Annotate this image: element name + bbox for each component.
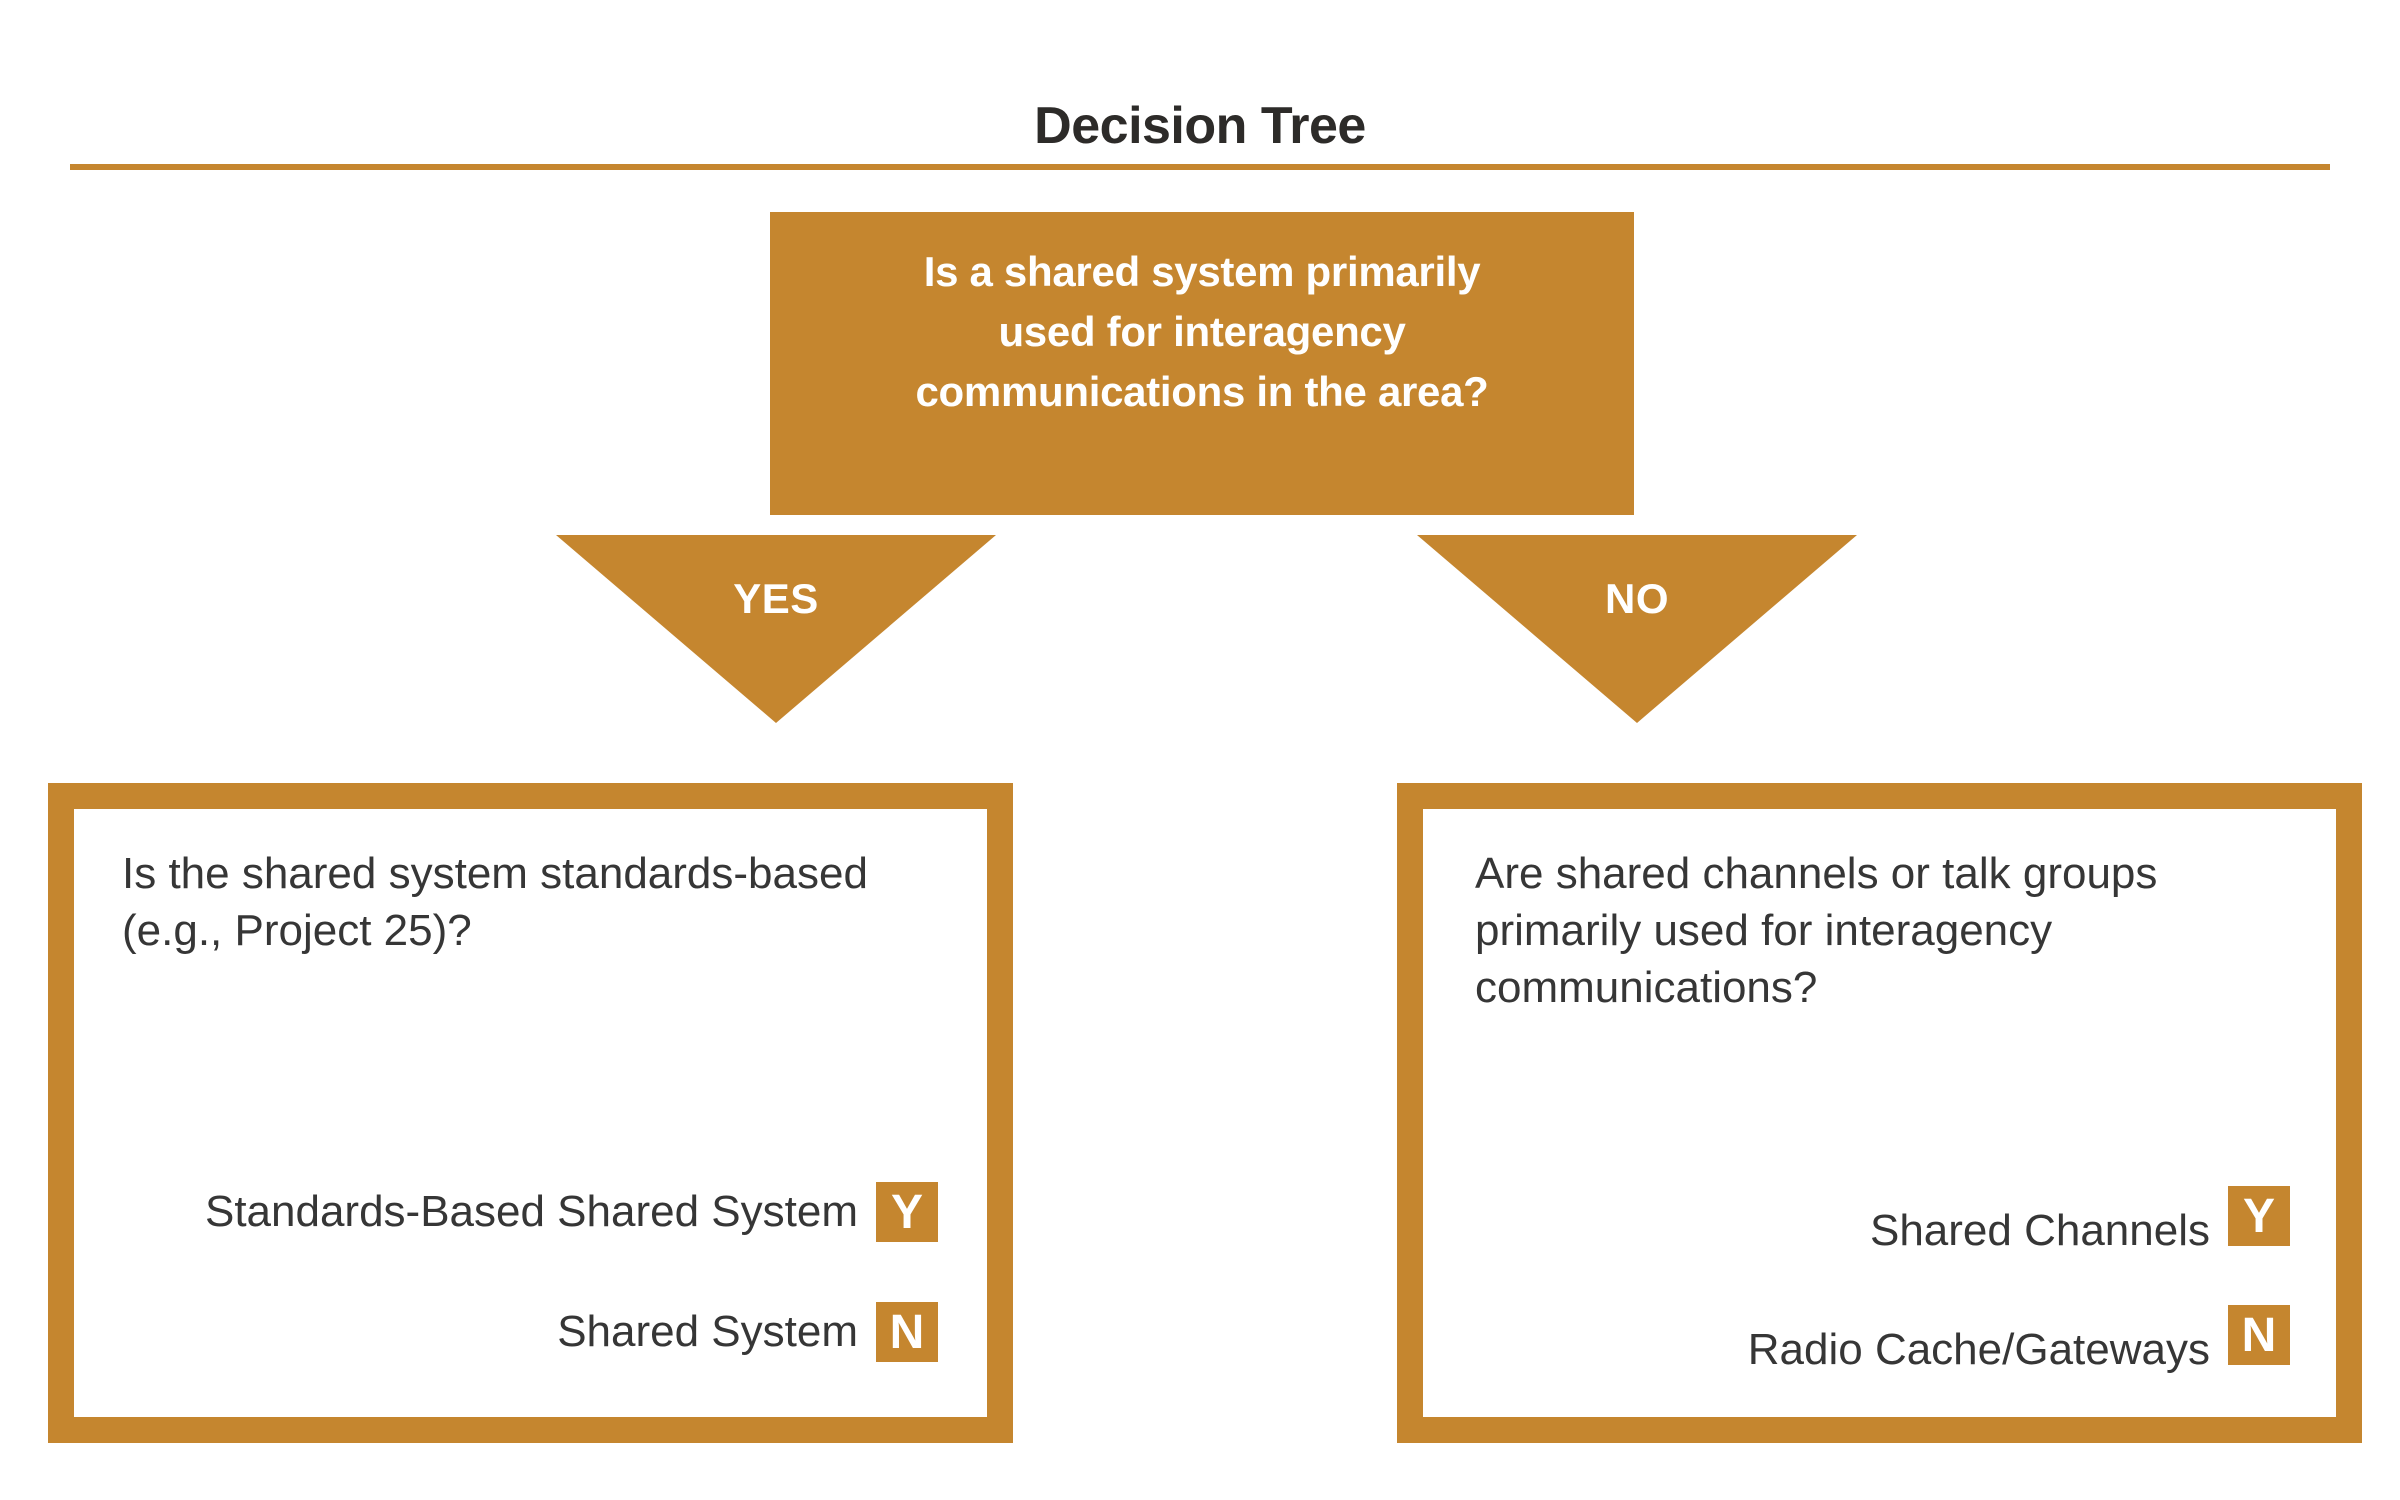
branch-no-arrow: NO [1417,535,1857,723]
answer-badge-no: N [2228,1305,2290,1365]
branch-yes-label: YES [733,575,819,622]
right-question-box: Are shared channels or talk groups prima… [1397,783,2362,1443]
root-question-box: Is a shared system primarily used for in… [770,212,1634,515]
answer-badge-no: N [876,1302,938,1362]
answer-row: Standards-Based Shared System Y [205,1182,938,1242]
left-question-box: Is the shared system standards-based (e.… [48,783,1013,1443]
branch-yes-arrow: YES [556,535,996,723]
answer-row: Shared System N [557,1302,938,1362]
left-question-text: Is the shared system standards-based (e.… [122,845,957,959]
branch-no-label: NO [1605,575,1669,622]
answer-label: Shared Channels [1869,1206,2210,1255]
answer-badge-yes: Y [2228,1186,2290,1246]
answer-row: Shared Channels Y [1869,1186,2290,1261]
right-question-text: Are shared channels or talk groups prima… [1475,845,2306,1016]
answer-label: Shared System [557,1307,858,1356]
answer-badge-yes: Y [876,1182,938,1242]
question-line: Is the shared system standards-based [122,849,868,898]
title-divider-rule [70,164,2330,170]
answer-row: Radio Cache/Gateways N [1747,1305,2290,1380]
question-line: primarily used for interagency [1475,906,2053,955]
page-title: Decision Tree [1034,97,1366,155]
root-question-line: Is a shared system primarily [923,248,1481,295]
question-line: (e.g., Project 25)? [122,906,472,955]
root-question-line: used for interagency [998,308,1406,355]
answer-label: Radio Cache/Gateways [1747,1325,2210,1374]
root-question-line: communications in the area? [915,368,1489,415]
question-line: communications? [1475,963,1818,1012]
down-triangle-icon [556,535,996,723]
answer-label: Standards-Based Shared System [204,1187,858,1236]
question-line: Are shared channels or talk groups [1475,849,2158,898]
down-triangle-icon [1417,535,1857,723]
